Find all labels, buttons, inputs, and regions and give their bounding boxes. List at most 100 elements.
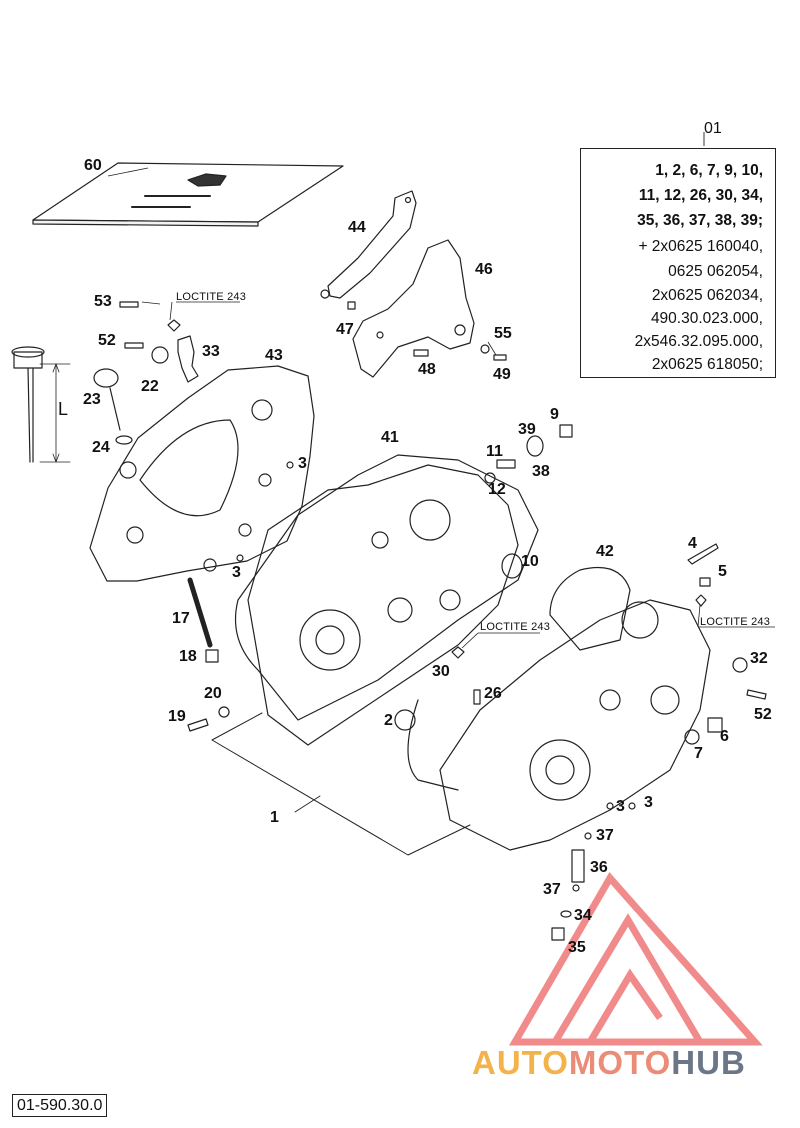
kit-line: 2x546.32.095.000, — [634, 333, 763, 350]
callout-42: 42 — [596, 543, 614, 560]
callout-26: 26 — [484, 685, 502, 702]
bolt-19 — [187, 718, 209, 732]
plug-6 — [707, 717, 723, 733]
callout-5: 5 — [718, 563, 727, 580]
callout-19: 19 — [168, 708, 186, 725]
oring-7 — [684, 729, 700, 745]
callout-22: 22 — [141, 378, 159, 395]
plug-9 — [559, 424, 573, 438]
kit-line: 1, 2, 6, 7, 9, 10, — [655, 162, 763, 179]
clutch-cover-43-drawing — [89, 365, 315, 582]
part-33 — [177, 335, 199, 383]
diagram-reference-code: 01-590.30.0 — [12, 1094, 108, 1117]
callout-24: 24 — [92, 439, 110, 456]
part-49 — [493, 354, 507, 361]
spring-18 — [205, 649, 219, 663]
spring-11 — [496, 459, 516, 469]
bolt-5 — [699, 577, 711, 587]
kit-line: + 2x0625 160040, — [638, 238, 763, 255]
callout-3-lower-a: 3 — [616, 798, 625, 815]
part-47 — [347, 301, 356, 310]
callout-37-upper: 37 — [596, 827, 614, 844]
callout-20: 20 — [204, 685, 222, 702]
callout-10: 10 — [521, 553, 539, 570]
part-22 — [151, 346, 169, 364]
shaft-17 — [187, 577, 213, 648]
kit-line: 35, 36, 37, 38, 39; — [637, 212, 763, 229]
dipstick-drawing — [11, 346, 133, 463]
callout-44: 44 — [348, 219, 366, 236]
plug-35 — [551, 927, 565, 941]
bolt-53 — [119, 301, 139, 308]
part-55 — [480, 344, 490, 354]
kit-line: 2x0625 618050; — [651, 356, 763, 373]
bearing-10 — [501, 553, 523, 579]
callout-7: 7 — [694, 745, 703, 762]
bolt-52b — [746, 689, 767, 700]
callout-52-right: 52 — [754, 706, 772, 723]
callout-17: 17 — [172, 610, 190, 627]
callout-4: 4 — [688, 535, 697, 552]
part-loctite-left — [167, 319, 181, 332]
callout-52-left: 52 — [98, 332, 116, 349]
loctite-note-right: LOCTITE 243 — [700, 616, 771, 628]
manual-book-drawing — [32, 162, 344, 227]
callout-23: 23 — [83, 391, 101, 408]
watermark-moto: MOTO — [568, 1044, 672, 1081]
bracket-44-drawing — [320, 190, 417, 299]
kit-line: 490.30.023.000, — [650, 310, 763, 327]
part-12 — [484, 472, 496, 484]
right-crankcase-drawing — [439, 599, 711, 851]
part-32 — [732, 657, 748, 673]
callout-41: 41 — [381, 429, 399, 446]
callout-3-lower-b: 3 — [644, 794, 653, 811]
left-crankcase-drawing — [247, 464, 519, 746]
gasket-42 — [549, 566, 631, 651]
callout-35: 35 — [568, 939, 586, 956]
part-30 — [451, 646, 465, 659]
callout-32: 32 — [750, 650, 768, 667]
part-48 — [413, 349, 429, 357]
callout-46: 46 — [475, 261, 493, 278]
dimension-label: L — [58, 399, 69, 419]
watermark-logo-triangle — [508, 872, 763, 1046]
callout-6: 6 — [720, 728, 729, 745]
callout-49: 49 — [493, 366, 511, 383]
bolt-52 — [124, 342, 144, 349]
callout-1: 1 — [270, 809, 279, 826]
watermark-hub: HUB — [671, 1044, 746, 1081]
callout-43: 43 — [265, 347, 283, 364]
callout-3-upper: 3 — [298, 455, 307, 472]
kit-line: 0625 062054, — [668, 263, 763, 280]
kit-title: 01 — [704, 120, 722, 137]
callout-37-lower: 37 — [543, 881, 561, 898]
part-3-left — [286, 461, 294, 469]
watermark-text: AUTOMOTOHUB — [472, 1044, 746, 1082]
callout-39: 39 — [518, 421, 536, 438]
callout-30: 30 — [432, 663, 450, 680]
callout-3-cover: 3 — [232, 564, 241, 581]
callout-11: 11 — [486, 443, 503, 460]
gasket-41-drawing — [234, 454, 539, 721]
part-3-cover — [236, 554, 244, 562]
callout-55: 55 — [494, 325, 512, 342]
part-4 — [687, 543, 719, 565]
callout-34: 34 — [574, 907, 592, 924]
callout-53: 53 — [94, 293, 112, 310]
kit-line: 11, 12, 26, 30, 34, — [638, 187, 763, 204]
kit-line: 2x0625 062034, — [651, 287, 763, 304]
guard-46-drawing — [352, 239, 475, 378]
watermark-auto: AUTO — [472, 1044, 569, 1081]
washer-20 — [218, 706, 230, 718]
assembly-1-bracket — [211, 712, 471, 856]
loctite-note-top-left: LOCTITE 243 — [176, 291, 247, 303]
seal-39 — [526, 435, 544, 457]
part-loctite-right — [695, 594, 707, 607]
callout-48: 48 — [418, 361, 436, 378]
callout-36: 36 — [590, 859, 608, 876]
kit-contents-box: 1, 2, 6, 7, 9, 10, 11, 12, 26, 30, 34, 3… — [580, 148, 776, 378]
dowel-26 — [473, 689, 481, 705]
callout-9: 9 — [550, 406, 559, 423]
gasket-right — [407, 699, 459, 791]
